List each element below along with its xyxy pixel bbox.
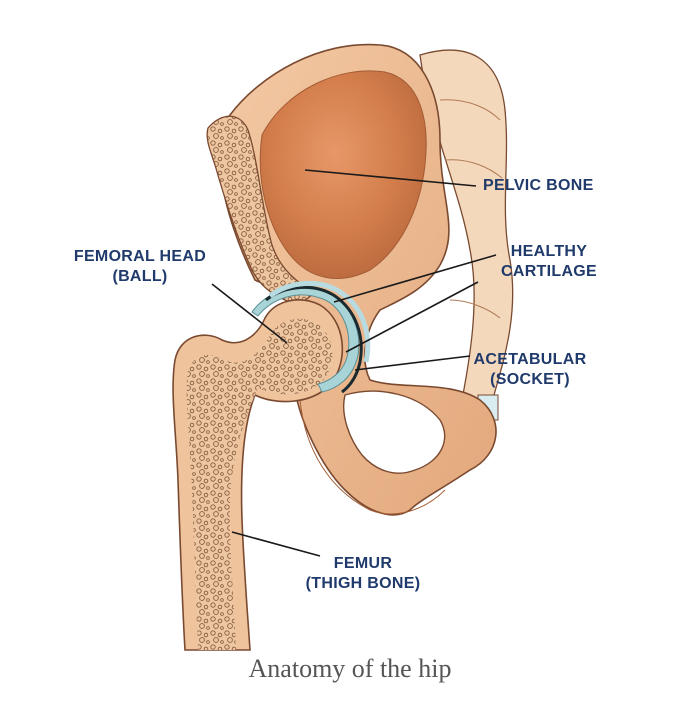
acetabular-label: ACETABULAR (SOCKET) (470, 350, 590, 390)
femur-label-line2: (THIGH BONE) (305, 575, 421, 592)
femur-label-line1: FEMUR (333, 555, 393, 572)
femur-shape (172, 299, 344, 651)
femur-label: FEMUR (THIGH BONE) (298, 554, 428, 594)
healthy-cartilage-label-line2: CARTILAGE (500, 263, 598, 280)
pelvic-bone-leader (304, 169, 477, 187)
femoral-head-label-line2: (BALL) (112, 268, 168, 285)
figure-caption: Anatomy of the hip (248, 654, 452, 683)
femur-leader (231, 531, 321, 557)
leader-lines (211, 169, 497, 557)
healthy-cartilage-label: HEALTHY CARTILAGE (494, 242, 604, 282)
femoral-head-label: FEMORAL HEAD (BALL) (65, 247, 215, 287)
acetabular-label-line2: (SOCKET) (490, 371, 570, 388)
femoral-head-leader (211, 283, 288, 344)
pelvic-bone-shape (206, 43, 497, 516)
healthy-cartilage-label-line1: HEALTHY (510, 243, 588, 260)
cartilage-shape (251, 280, 371, 394)
cartilage-leader-upper (333, 254, 497, 303)
femoral-head-label-line1: FEMORAL HEAD (73, 248, 207, 265)
pelvic-bone-label-text: PELVIC BONE (483, 177, 594, 194)
cartilage-leader-lower (345, 281, 479, 353)
acetabular-label-line1: ACETABULAR (473, 351, 587, 368)
pelvic-bone-label: PELVIC BONE (483, 176, 594, 196)
acetabular-leader (354, 355, 471, 371)
